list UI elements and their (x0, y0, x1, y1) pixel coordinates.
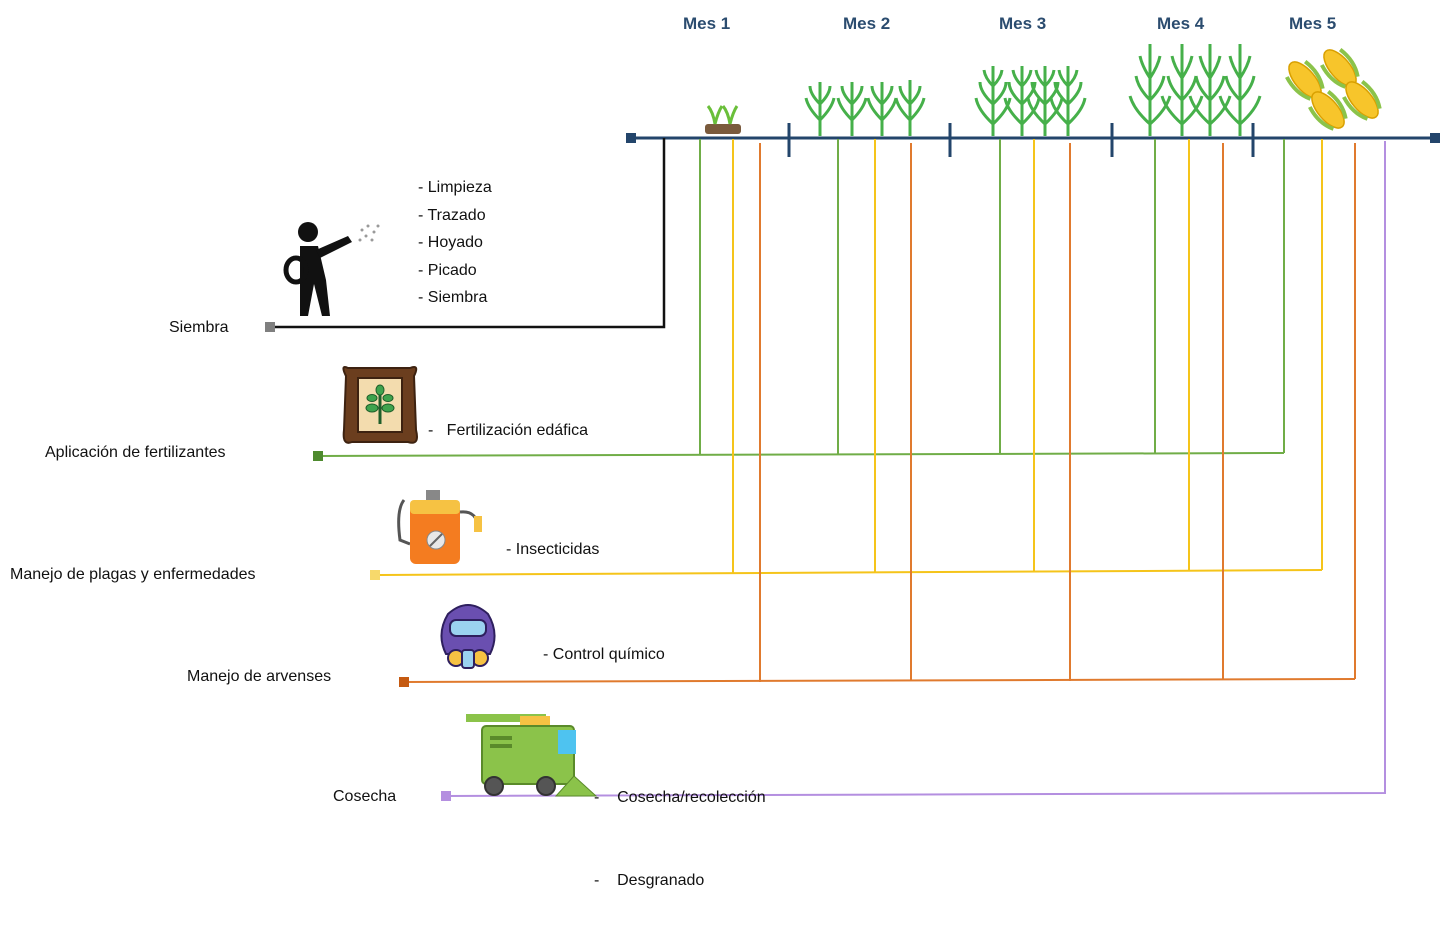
corn-cobs-icon (1285, 47, 1382, 131)
task-item: - Hoyado (418, 234, 483, 251)
plagas-marker (370, 570, 380, 580)
arvenses-marker (399, 677, 409, 687)
timeline-lines (265, 44, 1440, 801)
task-item: - Limpieza (418, 179, 492, 196)
combine-harvester-icon (466, 714, 598, 797)
activity-label-siembra: Siembra (169, 319, 229, 336)
month-label-2: Mes 2 (843, 14, 891, 33)
fertilizer-sack-icon (342, 366, 418, 444)
crop-activity-timeline-diagram: Mes 1 Mes 2 Mes 3 Mes 4 Mes 5 Siembra Ap… (10, 14, 1440, 889)
month-label-1: Mes 1 (683, 14, 731, 33)
activity-label-plagas: Manejo de plagas y enfermedades (10, 566, 256, 583)
task-item: - Trazado (418, 206, 486, 224)
gas-mask-icon (440, 604, 496, 669)
seedling-tray-icon (705, 105, 741, 134)
month-label-3: Mes 3 (999, 14, 1047, 33)
fertilizantes-marker (313, 451, 323, 461)
cosecha-marker (441, 791, 451, 801)
cosecha-connector (445, 141, 1386, 797)
fertilizantes-connectors (317, 139, 1285, 457)
timeline-start-marker (626, 133, 636, 143)
farmer-sowing-icon (283, 222, 380, 316)
task-item: - Desgranado (594, 871, 705, 889)
task-item: - Picado (418, 261, 477, 279)
plagas-connectors (374, 139, 1323, 576)
task-item: - Siembra (418, 289, 488, 306)
siembra-connector (270, 138, 666, 329)
sprayer-icon (397, 490, 482, 564)
activity-label-cosecha: Cosecha (333, 788, 397, 805)
month-label-5: Mes 5 (1289, 14, 1337, 33)
activity-label-fertilizantes: Aplicación de fertilizantes (45, 444, 226, 461)
growing-corn-plants-icon (974, 66, 1087, 136)
timeline-end-marker (1430, 133, 1440, 143)
arvenses-connectors (403, 143, 1356, 683)
cosecha-task-list: - Cosecha/recolección - Desgranado (594, 729, 766, 949)
young-corn-plants-icon (804, 80, 926, 136)
siembra-task-list: - Limpieza - Trazado - Hoyado - Picado -… (418, 174, 492, 312)
plagas-task: - Insecticidas (506, 541, 600, 558)
task-item: - Cosecha/recolección (594, 789, 766, 806)
mature-corn-plants-icon (1128, 44, 1262, 136)
arvenses-task: - Control químico (543, 646, 665, 663)
activity-label-arvenses: Manejo de arvenses (187, 668, 332, 685)
siembra-marker (265, 322, 275, 332)
month-label-4: Mes 4 (1157, 14, 1205, 33)
fertilizantes-task: - Fertilización edáfica (428, 422, 589, 439)
